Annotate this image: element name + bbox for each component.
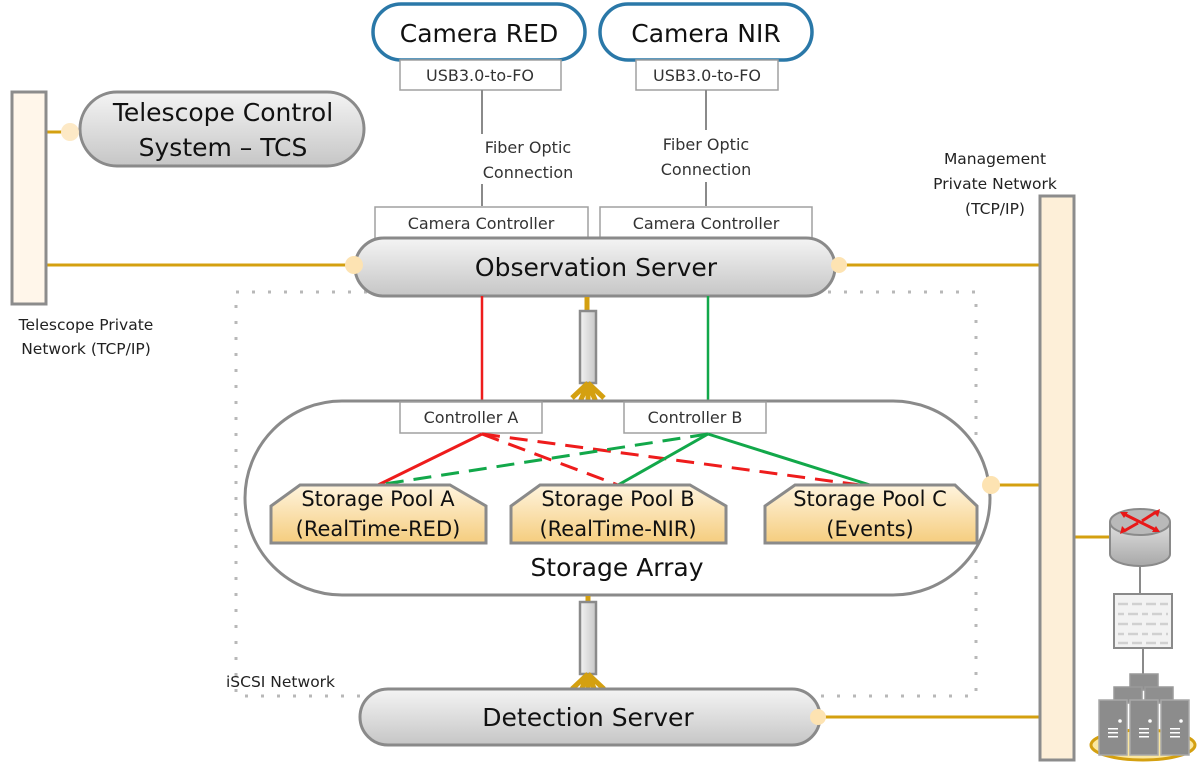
telescope-control-system-node[interactable]: Telescope Control System – TCS [61,90,366,168]
svg-text:Storage Pool B: Storage Pool B [541,487,694,511]
svg-text:(RealTime-RED): (RealTime-RED) [296,517,461,541]
storage-array-label: Storage Array [530,553,703,582]
svg-text:Camera Controller: Camera Controller [633,214,780,233]
management-private-network-bus [1038,194,1076,762]
camera-nir-converter: USB3.0-to-FO [635,59,779,91]
management-network-label-1: Management [944,150,1046,168]
camera-nir-controller: Camera Controller [599,206,813,240]
detection-server-label: Detection Server [482,703,694,732]
detection-server-node[interactable]: Detection Server [358,687,826,747]
controller-a: Controller A [399,401,543,434]
svg-text:Controller A: Controller A [424,408,519,427]
camera-red-link-label-1: Fiber Optic [485,138,571,157]
controller-b: Controller B [623,401,767,434]
network-links [46,130,1110,719]
camera-nir-label: Camera NIR [631,19,781,48]
tcs-label-2: System – TCS [139,133,308,162]
storage-pool-a[interactable]: Storage Pool A (RealTime-RED) [269,483,488,545]
svg-text:USB3.0-to-FO: USB3.0-to-FO [653,66,761,85]
telescope-private-network-bus [10,90,48,306]
management-network-label-3: (TCP/IP) [965,200,1025,218]
camera-red-node[interactable]: Camera RED [371,2,587,62]
server-cluster-icon[interactable] [1089,673,1197,762]
tcs-label-1: Telescope Control [112,98,333,127]
camera-red-converter: USB3.0-to-FO [399,59,562,91]
camera-nir-link-label-1: Fiber Optic [663,135,749,154]
svg-text:Camera Controller: Camera Controller [408,214,555,233]
telescope-network-label-1: Telescope Private [18,316,154,334]
iscsi-network-label: iSCSI Network [226,673,335,691]
camera-nir-node[interactable]: Camera NIR [598,2,814,62]
camera-red-controller: Camera Controller [374,206,589,240]
firewall-icon[interactable] [1113,593,1173,649]
observation-server-label: Observation Server [475,253,718,282]
controller-pool-links [377,432,871,487]
iscsi-cable-bottom [570,596,606,697]
camera-red-link-label-2: Connection [483,163,574,182]
storage-pool-b[interactable]: Storage Pool B (RealTime-NIR) [509,483,728,545]
telescope-network-label-2: Network (TCP/IP) [21,340,151,358]
svg-text:Storage Pool C: Storage Pool C [793,487,947,511]
camera-nir-link-label-2: Connection [661,160,752,179]
svg-text:Controller B: Controller B [648,408,743,427]
svg-text:(RealTime-NIR): (RealTime-NIR) [539,517,696,541]
iscsi-cable-top [570,297,606,404]
svg-text:(Events): (Events) [826,517,914,541]
management-network-label-2: Private Network [933,175,1057,193]
svg-text:Storage Pool A: Storage Pool A [301,487,455,511]
router-icon[interactable] [1109,508,1171,567]
storage-pool-c[interactable]: Storage Pool C (Events) [763,483,979,545]
camera-red-label: Camera RED [400,19,558,48]
svg-text:USB3.0-to-FO: USB3.0-to-FO [426,66,534,85]
observation-server-node[interactable]: Observation Server [345,236,847,298]
